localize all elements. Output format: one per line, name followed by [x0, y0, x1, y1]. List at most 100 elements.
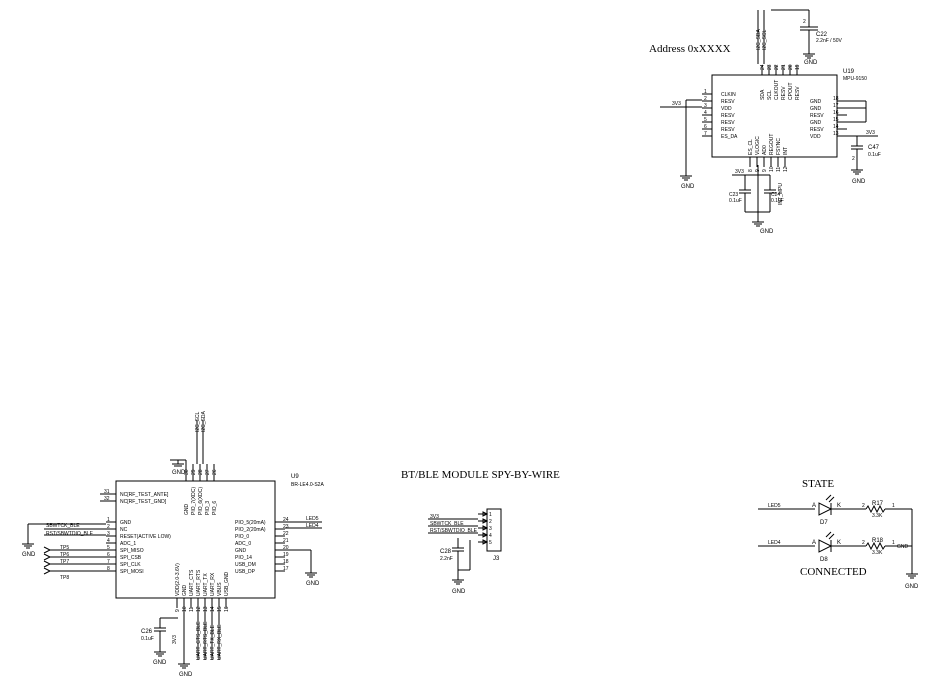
u9-top-pins: 30GND29PIO_7(XDC)28PIO_6(XDC)27PIO_326PI…	[184, 464, 218, 515]
spy-net-label: SBWTCK_BLE	[430, 521, 464, 527]
u19-top-pin-label: CPOUT	[788, 83, 794, 101]
u19-top-pin-label: SDA	[760, 89, 766, 100]
u9-top-pin-label: PIO_3	[205, 501, 211, 515]
u9-part: BR-LE4.0-S2A	[291, 482, 324, 488]
u9-right-pin-num: 18	[283, 559, 289, 565]
bus-scl-label: I2C_SCL	[762, 29, 768, 50]
u9-led4-net: LED4	[306, 523, 319, 529]
c26-ref: C26	[141, 629, 153, 635]
u19-top-pin-label: RESV	[781, 86, 787, 100]
d7-net: LED5	[768, 503, 781, 509]
c47-value: 0.1uF	[868, 152, 881, 158]
u9-right-pin-label: USB_DM	[235, 562, 256, 568]
u9-top-pin-label: PIO_7(XDC)	[191, 487, 197, 515]
u19-left-gnd: GND	[681, 184, 695, 190]
u19-right-pin-num: 15	[833, 117, 839, 123]
u9-nc-pin-label: NC[RF_TEST_ANTE]	[120, 492, 169, 498]
spy-net-label: RST/SBWTDIO_BLE	[430, 528, 478, 534]
u9-right-pin-label: PIO_0	[235, 534, 249, 540]
d8-k: K	[837, 540, 841, 546]
u19-top-pin-label: RESV	[795, 86, 801, 100]
u9-left-pin-label: SPI_MOSI	[120, 569, 144, 575]
u9-nc-pin-num: 31	[104, 489, 110, 495]
u19-left-pin-label: ES_DA	[721, 134, 738, 140]
u19-right-pin-num: 13	[833, 131, 839, 137]
c28-ref: C28	[440, 549, 452, 555]
r18-end-label: GND	[897, 544, 909, 550]
u9-right-pin-label: PIO_2(20mA)	[235, 527, 266, 533]
u19-left-pin-num: 3	[704, 103, 707, 109]
u19-bottom-pin-num: 10	[769, 166, 775, 172]
u9-left-gnd: GND	[22, 552, 36, 558]
c26-gnd: GND	[153, 660, 167, 666]
c24-value: 0.1uF	[771, 198, 784, 204]
u9-bottom-pin-label: UART_CTS	[189, 569, 195, 596]
d8-pin-a: 2	[862, 540, 865, 546]
c23-value: 0.1uF	[729, 198, 742, 204]
u9-right-pin-label: PIO_5(20mA)	[235, 520, 266, 526]
c47-pin: 2	[852, 156, 855, 162]
u9-right-pin-num: 20	[283, 545, 289, 551]
u9-right-pin-label: GND	[235, 548, 247, 554]
u19-right-pin-num: 16	[833, 110, 839, 116]
j3-pin-num: 2	[489, 519, 492, 525]
d8-led: LED4 A K D8 2 R18 3.3K 1 GND	[758, 531, 912, 563]
r17-value: 3.3K	[872, 513, 883, 519]
u9-nc-pin-label: NC[RF_TEST_GND]	[120, 499, 167, 505]
u19-ref: U19	[843, 69, 855, 75]
u9-bottom-pin-num: 12	[196, 606, 202, 612]
u9-top-gnd: GND	[172, 470, 186, 476]
u9-bottom-pin-num: 9	[175, 609, 181, 612]
u19-right-pin-label: VDD	[810, 134, 821, 140]
u9-top-pin-num: 26	[212, 469, 218, 475]
u19-body	[711, 74, 838, 158]
d8-a: A	[812, 540, 816, 546]
j3-pin-num: 5	[489, 540, 492, 546]
test-point-label: TP6	[60, 552, 69, 558]
u19-top-pin-num: 24	[760, 64, 766, 70]
u19-bottom-pin-label: VLOGIC	[755, 136, 761, 155]
u19-left-pin-label: RESV	[721, 99, 735, 105]
u19-top-pin-label: CLKOUT	[774, 80, 780, 100]
u9-bottom-pin-label: VDD(2.0-3.6V)	[175, 563, 181, 596]
u9-rst-net: RST/SBWTDIO_BLE	[46, 531, 94, 537]
u19-right-pin-label: GND	[810, 120, 822, 126]
u19-left-pin-num: 7	[704, 131, 707, 137]
u9-left-pin-num: 2	[107, 524, 110, 530]
u9-right-pins: 24PIO_5(20mA)23PIO_2(20mA)22PIO_021ADC_0…	[235, 517, 289, 575]
int-net-label: INT_MPU	[778, 183, 784, 205]
u9-bottom-pin-num: 10	[182, 606, 188, 612]
u9-uart-net: UART_CTS_BLE	[196, 621, 202, 660]
u19-top-pin-num: 19	[795, 64, 801, 70]
u19-top-pin-num: 20	[788, 64, 794, 70]
d7-pin-b: 1	[892, 503, 895, 509]
u9-top-pin-label: GND	[184, 504, 190, 516]
u19-bottom-pin-num: 9	[762, 169, 768, 172]
c28-value: 2.2nF	[440, 556, 453, 562]
u9-left-pin-num: 7	[107, 559, 110, 565]
u9-left-pin-label: NC	[120, 527, 128, 533]
c24-gnd: GND	[760, 229, 774, 235]
d7-ref: D7	[820, 520, 828, 526]
u9-left-pin-num: 3	[107, 531, 110, 537]
d7-led: LED5 A K D7 2 R17 3.3K 1	[758, 494, 912, 526]
u9-right-pin-label: USB_DP	[235, 569, 256, 575]
u9-uart-net: UART_RTS_BLE	[203, 621, 209, 660]
u9-uart-net: UART_RX_BLE	[217, 624, 223, 660]
test-point-label: TP8	[60, 575, 69, 581]
u19-left-pin-num: 5	[704, 117, 707, 123]
c47-gnd: GND	[852, 179, 866, 185]
u9-top-pin-num: 30	[184, 469, 190, 475]
u19-right-pin-label: RESV	[810, 127, 824, 133]
u9-bottom-pin-label: UART_TX	[203, 573, 209, 596]
u9-right-gnd: GND	[306, 581, 320, 587]
j3-pin-num: 1	[489, 512, 492, 518]
